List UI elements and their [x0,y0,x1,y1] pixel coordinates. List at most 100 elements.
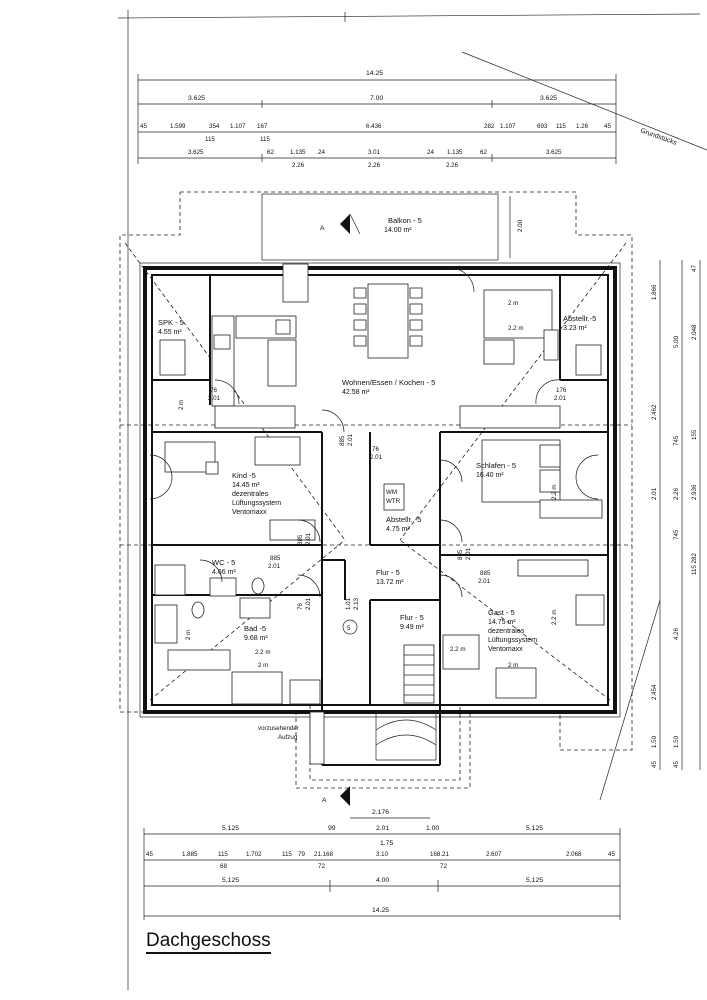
door-swing [149,454,173,500]
dim-top-r2-7: 1.107 [500,123,516,130]
svg-text:9.68 m²: 9.68 m² [244,635,268,642]
room-label-kind: Kind -5 14.45 m² dezentrales Lüftungssys… [232,471,281,516]
svg-text:14.75 m²: 14.75 m² [488,619,516,626]
schlafen-wardrobe [539,499,603,519]
svg-text:2.2 m: 2.2 m [450,646,465,653]
svg-text:2.01: 2.01 [370,454,383,461]
dimension-chain-bottom: 2.176 5.125 99 2.01 1.00 5.125 1.75 45 1… [143,809,621,920]
dim-bottom-r1-1: 99 [328,825,336,832]
svg-text:2.2 m: 2.2 m [551,610,558,625]
svg-text:Gast - 5: Gast - 5 [488,608,515,617]
property-label: Grundstücks [639,127,678,147]
svg-text:2 m: 2 m [508,300,518,307]
bad-toilet [191,601,205,619]
washing-machine [383,483,405,511]
section-marker-bottom: A [322,797,327,804]
dim-right-c3-1: 2.936 [691,484,698,500]
dim-right-c1-3: 2.454 [651,684,658,700]
section-arrow-bottom-icon [340,786,350,806]
svg-text:2.01: 2.01 [305,532,312,545]
dim-bottom-r3-1: 4.00 [376,877,389,884]
door-swing [439,574,463,598]
inner-wall-line [151,274,609,706]
svg-text:WC - 5: WC - 5 [212,558,235,567]
bad-shower [154,604,178,644]
svg-text:2.01: 2.01 [478,578,491,585]
abstell-shelf [575,344,602,376]
room-label-abstellraum-1: Abstellr.-5 3.23 m² [563,314,596,332]
svg-text:14.45 m²: 14.45 m² [232,482,260,489]
balcony: 2.00 A [261,193,524,261]
kind-bed [254,436,301,466]
dim-bottom-r1-3: 1.00 [426,825,439,832]
aufzug-label-2: Aufzug [278,734,298,741]
svg-text:2.01: 2.01 [305,597,312,610]
dim-top-r3-3: 24 [318,149,325,156]
dim-bottom-total: 14.25 [372,907,389,914]
svg-text:16.40 m²: 16.40 m² [476,472,504,479]
svg-text:4.55 m²: 4.55 m² [158,329,182,336]
dim-bottom-r1s-0: 1.75 [380,840,393,847]
dim-right-c2-2: 5.00 [673,335,680,348]
dim-right-c2-5: 745 [673,529,680,540]
svg-text:3.23 m²: 3.23 m² [563,325,587,332]
bed-pillow-2 [539,469,561,493]
dim-right-c2-7: 4.26 [673,627,680,640]
dim-right-c2-6: 115 282 [691,553,698,575]
aufzug-label-1: vorzusehender [258,725,299,732]
wtr-label: WTR [386,498,401,505]
svg-text:2.01: 2.01 [208,395,221,402]
dim-top-r2-5: 6.436 [366,123,382,130]
dim-bottom-r2-5: 79 [298,851,305,858]
svg-text:885: 885 [297,534,304,545]
room-label-wc: WC - 5 4.66 m² [212,558,236,576]
svg-text:76: 76 [372,446,379,453]
svg-text:Lüftungssystem: Lüftungssystem [232,500,281,507]
door-swing [575,454,599,500]
kitchen-counter [211,263,309,407]
bad-cabinet [231,671,283,705]
elevator-shaft [309,711,325,765]
dim-top-r3s-1: 2.26 [368,162,381,169]
dim-top-r2-1: 1.599 [170,123,186,130]
door-swing [199,559,223,583]
dim-top-r3s-0: 2.26 [292,162,305,169]
dining-table [353,283,423,359]
door-swing [214,379,240,405]
outer-wall-outline [139,262,621,718]
dim-bottom-r2s-2: 72 [440,863,447,870]
dim-top-r1-1: 7.00 [370,95,383,102]
dim-top-r2-0: 45 [140,123,147,130]
wc-basin [209,577,237,597]
interior-walls [152,275,608,766]
svg-text:Flur - 5: Flur - 5 [376,568,400,577]
svg-text:2.01: 2.01 [554,395,567,402]
dim-top-r3-7: 62 [480,149,487,156]
room-label-spk: SPK - 5 4.55 m² [158,318,184,336]
svg-text:9.49 m²: 9.49 m² [400,624,424,631]
dim-top-r3-1: 62 [267,149,274,156]
room-label-gast: Gast - 5 14.75 m² dezentrales Lüftungssy… [488,608,537,653]
dim-right-c2-9: 45 [673,761,680,768]
gast-desk [575,594,605,626]
dim-bottom-r2-4: 115 [282,851,292,858]
door-swing [449,267,475,293]
door-swing [535,379,561,405]
dim-right-c1-1: 2.462 [651,404,658,420]
balkon-depth-dim: 2.00 [517,219,524,232]
door-swing [297,574,321,598]
dim-top-r3s-2: 2.26 [446,162,459,169]
svg-text:2 m: 2 m [258,662,268,669]
dim-top-r3-4: 3.01 [368,149,381,156]
dim-top-r2s-1: 115 [260,136,270,143]
wm-label: WM [386,489,397,496]
property-line-lower [599,599,661,801]
svg-text:2.01: 2.01 [347,433,354,446]
svg-text:176: 176 [556,387,567,394]
dim-right-c1-2: 2.01 [651,487,658,500]
dim-bottom-r2-8: 168.21 [430,851,449,858]
dim-bottom-r1-2: 2.01 [376,825,389,832]
dim-bottom-r0-0: 2.176 [372,809,389,816]
svg-text:Bad -5: Bad -5 [244,624,266,633]
